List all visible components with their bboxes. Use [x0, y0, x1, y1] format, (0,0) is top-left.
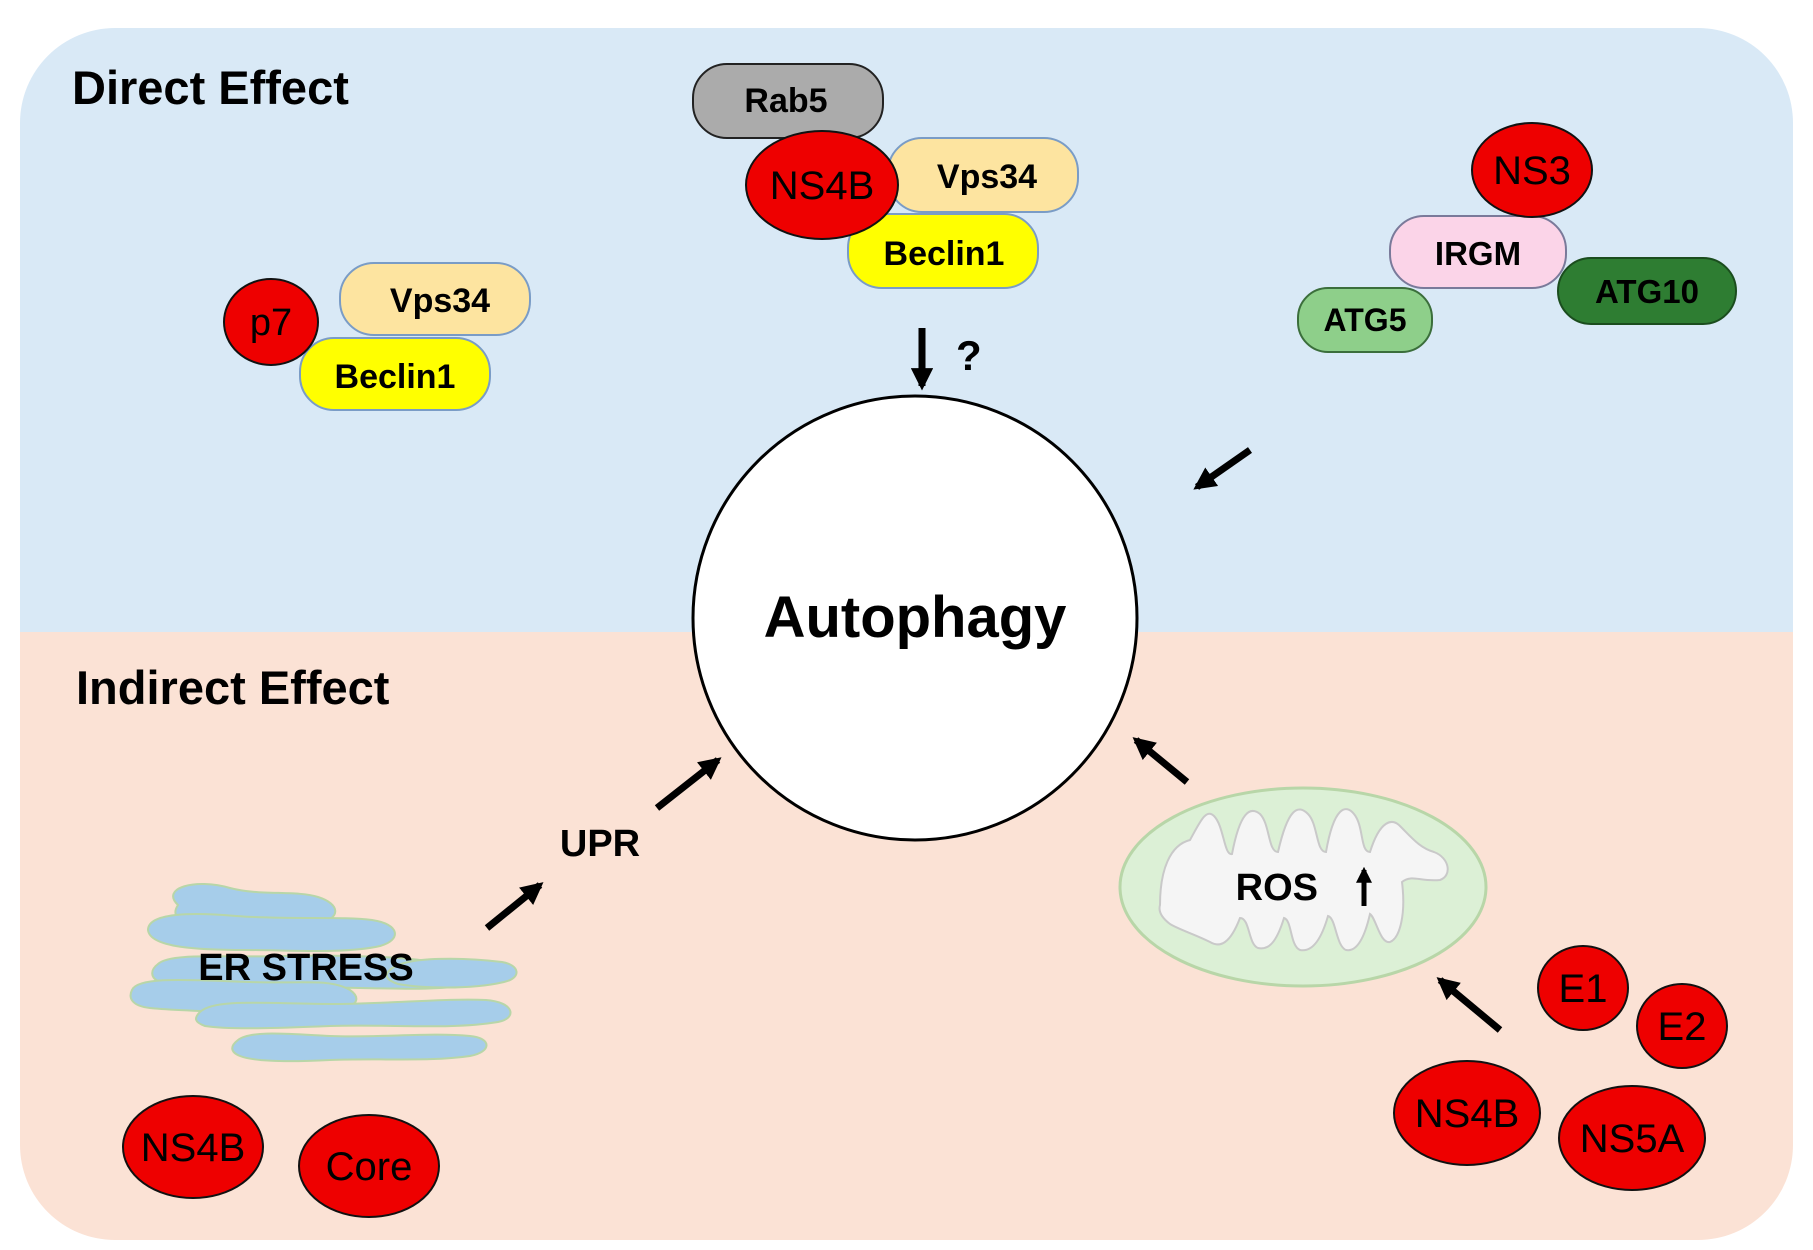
beclin1-node: [847, 213, 1039, 289]
atg5-node: [1297, 287, 1433, 353]
atg5-label: ATG5: [1324, 302, 1407, 338]
p7-label: p7: [250, 302, 292, 344]
ros-to-autophagy-arrow: [1132, 737, 1190, 785]
mitochondrion-shape: [1118, 786, 1488, 988]
ns5a-node: [1558, 1085, 1706, 1191]
ns3-complex-arrow: [1193, 447, 1253, 490]
p7-vps34-beclin1-complex: Vps34 Beclin1 p7: [223, 262, 531, 411]
indirect-effect-title: Indirect Effect: [76, 661, 390, 714]
irgm-label: IRGM: [1435, 235, 1521, 272]
er-to-upr-arrow: [484, 882, 544, 931]
atg10-node: [1557, 257, 1737, 325]
autophagy-label: Autophagy: [764, 585, 1067, 650]
ns4b-label: NS4B: [1415, 1092, 1520, 1136]
vps34-label: Vps34: [390, 282, 490, 320]
ros-label: ROS: [1236, 867, 1318, 909]
ns4b-node: [1393, 1060, 1541, 1166]
ns3-node: [1471, 122, 1593, 218]
vps34-node: [339, 262, 531, 336]
ns4b-node: [122, 1095, 264, 1199]
ns3-label: NS3: [1493, 149, 1571, 193]
ns3-irgm-atg-complex: ATG10 ATG5 IRGM NS3: [1297, 122, 1737, 353]
ns4b-label: NS4B: [770, 164, 875, 208]
p7-node: [223, 278, 319, 366]
e1-label: E1: [1559, 967, 1608, 1011]
upr-label: UPR: [560, 823, 640, 865]
ns4b-node: [745, 130, 899, 240]
core-label: Core: [326, 1145, 413, 1189]
proteins-to-ros-arrow: [1436, 977, 1503, 1033]
core-node: [298, 1114, 440, 1218]
uncertain-mark: ?: [956, 332, 982, 379]
e2-label: E2: [1658, 1005, 1707, 1049]
ns5a-label: NS5A: [1580, 1117, 1685, 1161]
atg10-label: ATG10: [1595, 273, 1699, 310]
ns4b-label: NS4B: [141, 1126, 246, 1170]
beclin1-label: Beclin1: [884, 235, 1005, 273]
irgm-node: [1389, 215, 1567, 289]
beclin1-label: Beclin1: [335, 358, 456, 396]
upr-to-autophagy-arrow: [654, 757, 722, 811]
endoplasmic-reticulum-shape: [129, 883, 518, 1063]
e1-node: [1537, 945, 1629, 1031]
ns4b-rab5-vps34-beclin1-complex: Rab5 Vps34 Beclin1 NS4B: [692, 63, 1079, 289]
beclin1-node: [299, 337, 491, 411]
vps34-label: Vps34: [937, 158, 1037, 196]
direct-effect-title: Direct Effect: [72, 61, 349, 114]
er-stress-label: ER STRESS: [198, 947, 413, 989]
autophagy-node: [691, 394, 1139, 842]
rab5-label: Rab5: [744, 82, 827, 120]
e2-node: [1636, 983, 1728, 1069]
